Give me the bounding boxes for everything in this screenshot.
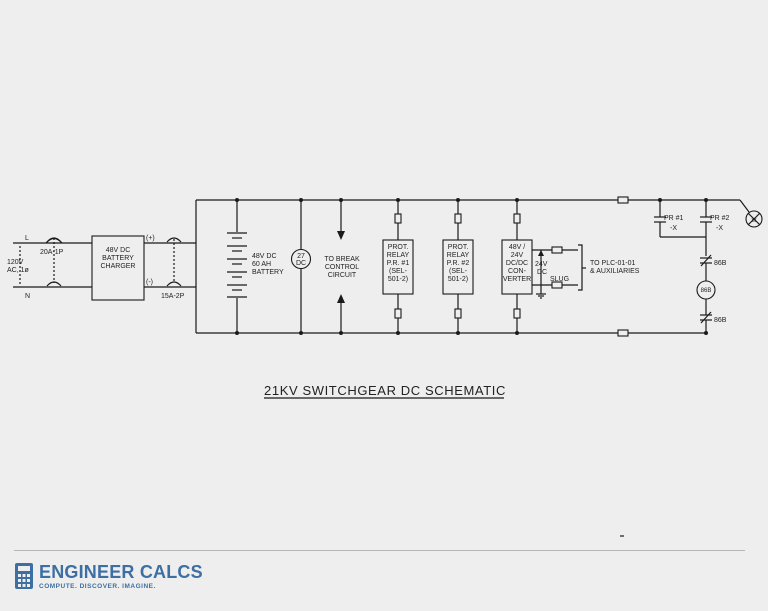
indicator-lamp: W xyxy=(739,199,763,228)
relay1-line-4: (SEL- xyxy=(389,268,408,275)
dc-breaker-label: 15A-2P xyxy=(161,293,185,300)
pr1-contact-suffix: -X xyxy=(670,225,677,232)
charger-line-1: 48V DC xyxy=(106,247,131,254)
converter-line-2: 24V xyxy=(511,252,524,259)
calculator-icon xyxy=(15,563,33,589)
trip-fuse-negative xyxy=(617,329,629,337)
charger-line-3: CHARGER xyxy=(100,263,135,270)
battery-charger: 48V DC BATTERY CHARGER (+) (-) xyxy=(91,235,196,301)
dc-breaker: 15A-2P xyxy=(161,237,185,300)
footer-divider xyxy=(14,550,745,551)
converter-line-5: VERTER xyxy=(503,276,531,283)
contact-86b-top: 86B xyxy=(714,260,727,267)
relay1-line-2: RELAY xyxy=(387,252,410,259)
relay2-line-1: PROT. xyxy=(448,244,469,251)
charger-minus: (-) xyxy=(146,279,153,286)
lockout-relay-label: 86B xyxy=(701,288,712,294)
undervoltage-relay-27dc: 27 DC xyxy=(290,200,312,333)
plc-line-2: & AUXILIARIES xyxy=(590,268,640,275)
pr1-contact: PR #1 -X xyxy=(654,200,706,238)
charger-line-2: BATTERY xyxy=(102,255,134,262)
converter-line-1: 48V / xyxy=(509,244,525,251)
pr1-contact-label: PR #1 xyxy=(664,215,684,222)
line-label: L xyxy=(25,235,29,242)
ac-source: L N 120V AC, 1ø xyxy=(7,235,92,300)
protective-relay-2: PROT. RELAY P.R. #2 (SEL- 501-2) xyxy=(442,200,474,333)
converter-line-4: CON- xyxy=(508,268,527,275)
neutral-label: N xyxy=(25,293,30,300)
control-line-2: CONTROL xyxy=(325,264,359,271)
brand-tagline: COMPUTE. DISCOVER. IMAGINE. xyxy=(39,583,156,590)
relay2-line-2: RELAY xyxy=(447,252,470,259)
relay1-line-1: PROT. xyxy=(388,244,409,251)
control-line-1: TO BREAK xyxy=(324,256,360,263)
relay2-line-4: (SEL- xyxy=(449,268,468,275)
battery-line-3: BATTERY xyxy=(252,269,284,276)
charger-plus: (+) xyxy=(146,235,155,242)
battery: 48V DC 60 AH BATTERY xyxy=(227,200,284,333)
diagram-title: 21KV SWITCHGEAR DC SCHEMATIC xyxy=(264,383,506,398)
converter-line-3: DC/DC xyxy=(506,260,528,267)
trip-fuse-positive xyxy=(617,196,629,204)
pr2-contact: PR #2 -X xyxy=(700,200,730,256)
supply-phase: AC, 1ø xyxy=(7,267,30,274)
contact-86b-bottom: 86B xyxy=(714,317,727,324)
relay-27-number: 27 xyxy=(297,253,305,260)
brand-name: ENGINEER CALCS xyxy=(39,562,203,582)
relay2-line-5: 501-2) xyxy=(448,276,468,283)
converter-output-type: DC xyxy=(537,269,547,276)
lamp-label: W xyxy=(752,218,757,224)
breaker-control-circuit: TO BREAK CONTROL CIRCUIT xyxy=(324,200,360,333)
protective-relay-1: PROT. RELAY P.R. #1 (SEL- 501-2) xyxy=(382,200,414,333)
supply-voltage: 120V xyxy=(7,259,24,266)
relay1-line-5: 501-2) xyxy=(388,276,408,283)
pr2-contact-label: PR #2 xyxy=(710,215,730,222)
logo-text: ENGINEER CALCS COMPUTE. DISCOVER. IMAGIN… xyxy=(39,562,203,590)
battery-line-1: 48V DC xyxy=(252,253,277,260)
relay-27-dc: DC xyxy=(296,260,306,267)
battery-line-2: 60 AH xyxy=(252,261,271,268)
relay1-line-3: P.R. #1 xyxy=(387,260,410,267)
engineer-calcs-logo[interactable]: ENGINEER CALCS COMPUTE. DISCOVER. IMAGIN… xyxy=(14,562,203,590)
control-line-3: CIRCUIT xyxy=(328,272,357,279)
plc-line-1: TO PLC-01-01 xyxy=(590,260,635,267)
lockout-relay-86b: 86B 86B 86B xyxy=(696,254,727,333)
ac-breaker-label: 20A-1P xyxy=(40,249,64,256)
slug-label: SLUG xyxy=(550,276,569,283)
pr2-contact-suffix: -X xyxy=(716,225,723,232)
dc-dc-converter: 48V / 24V DC/DC CON- VERTER 24V DC SLUG … xyxy=(501,200,640,333)
relay2-line-3: P.R. #2 xyxy=(447,260,470,267)
ac-breaker: 20A-1P xyxy=(40,237,64,287)
converter-output-voltage: 24V xyxy=(535,261,548,268)
